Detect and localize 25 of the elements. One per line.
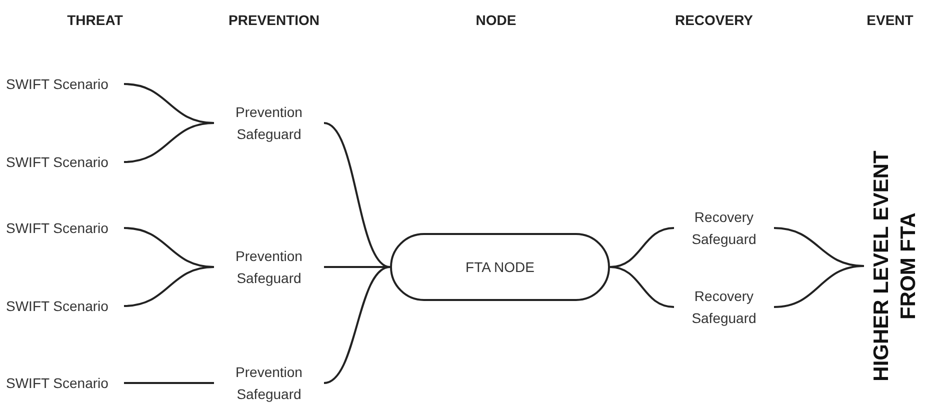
connector-line	[324, 266, 390, 384]
connector-line	[324, 266, 390, 268]
connector-line	[774, 265, 864, 308]
threat-label: SWIFT Scenario	[6, 218, 124, 238]
threat-label: SWIFT Scenario	[6, 373, 124, 393]
threat-label: SWIFT Scenario	[6, 74, 124, 94]
recovery-label: Recovery Safeguard	[674, 206, 774, 250]
connector-line	[324, 122, 390, 268]
prevention-label: Prevention Safeguard	[214, 245, 324, 289]
fta-node-pill: FTA NODE	[390, 233, 610, 301]
connector-line	[124, 382, 214, 384]
threat-label: SWIFT Scenario	[6, 152, 124, 172]
prevention-label: Prevention Safeguard	[214, 361, 324, 403]
threat-label: SWIFT Scenario	[6, 296, 124, 316]
event-label: HIGHER LEVEL EVENT FROM FTA	[864, 138, 926, 394]
column-header: NODE	[476, 11, 516, 30]
column-header: EVENT	[866, 11, 914, 30]
prevention-label: Prevention Safeguard	[214, 101, 324, 145]
column-header: PREVENTION	[228, 11, 320, 30]
recovery-label: Recovery Safeguard	[674, 285, 774, 329]
connector-line	[124, 266, 214, 307]
connector-line	[124, 122, 214, 163]
connector-line	[610, 266, 674, 308]
column-header: RECOVERY	[674, 11, 754, 30]
column-header: THREAT	[67, 11, 123, 30]
